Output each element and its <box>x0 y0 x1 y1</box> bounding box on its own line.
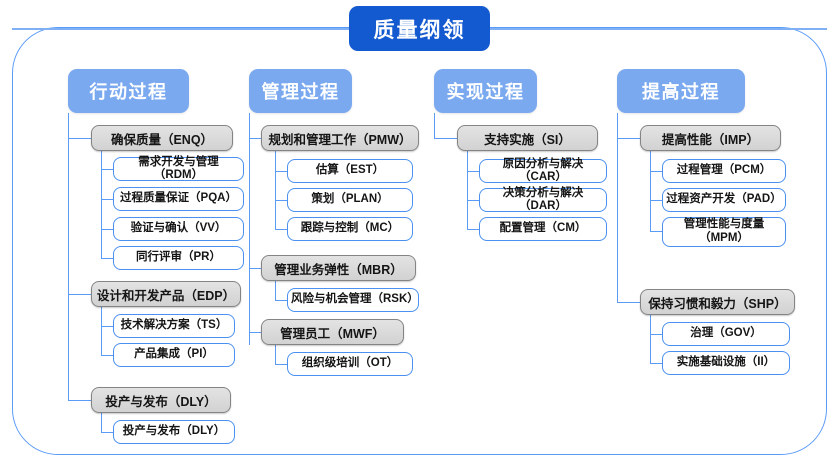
stub-impl-g1 <box>434 138 458 140</box>
trunk-action <box>68 113 70 401</box>
group-box-pmw[interactable]: 规划和管理工作（PMW） <box>261 125 419 151</box>
column-header-improvement[interactable]: 提高过程 <box>617 69 745 113</box>
stub-pmw-c1 <box>275 171 288 173</box>
branch-pmw <box>275 151 277 229</box>
trunk-improvement <box>617 113 619 303</box>
stub-imp-c1 <box>650 171 663 173</box>
stub-impr-g1 <box>617 138 641 140</box>
stub-mgmt-g2 <box>249 268 262 270</box>
group-box-si[interactable]: 支持实施（SI） <box>457 125 598 151</box>
leaf-box-cm[interactable]: 配置管理（CM） <box>479 217 607 241</box>
stub-dly-c1 <box>101 432 114 434</box>
leaf-box-dar[interactable]: 决策分析与解决（DAR） <box>479 187 607 212</box>
stub-edp-c2 <box>101 355 114 357</box>
column-header-action[interactable]: 行动过程 <box>68 69 189 113</box>
root-rail-right <box>489 28 827 30</box>
stub-mgmt-g3 <box>249 332 262 334</box>
leaf-box-rsk[interactable]: 风险与机会管理（RSK） <box>287 288 419 312</box>
leaf-box-dly-child[interactable]: 投产与发布（DLY） <box>113 420 235 444</box>
leaf-box-pcm[interactable]: 过程管理（PCM） <box>662 159 786 183</box>
branch-enq <box>101 151 103 258</box>
leaf-box-ii[interactable]: 实施基础设施（II） <box>662 351 790 375</box>
stub-action-g2 <box>68 294 92 296</box>
leaf-box-pi[interactable]: 产品集成（PI） <box>113 343 235 367</box>
trunk-implementation <box>434 113 436 139</box>
stub-action-g3 <box>68 400 92 402</box>
column-header-implementation[interactable]: 实现过程 <box>434 69 537 113</box>
trunk-management <box>249 113 251 345</box>
branch-edp <box>101 307 103 356</box>
leaf-box-pad[interactable]: 过程资产开发（PAD） <box>662 188 786 212</box>
branch-dly <box>101 413 103 433</box>
stub-imp-c2 <box>650 200 663 202</box>
branch-shp <box>650 315 652 364</box>
leaf-box-gov[interactable]: 治理（GOV） <box>662 322 790 346</box>
leaf-box-vv[interactable]: 验证与确认（VV） <box>113 217 244 241</box>
leaf-box-ts[interactable]: 技术解决方案（TS） <box>113 314 235 338</box>
leaf-box-mpm[interactable]: 管理性能与度量 （MPM） <box>662 217 786 247</box>
group-box-imp[interactable]: 提高性能（IMP） <box>640 125 781 151</box>
leaf-box-mc[interactable]: 跟踪与控制（MC） <box>287 217 413 241</box>
branch-imp <box>650 151 652 232</box>
stub-mbr-c1 <box>275 300 288 302</box>
stub-enq-c4 <box>101 258 114 260</box>
stub-pmw-c3 <box>275 229 288 231</box>
branch-mbr <box>275 281 277 301</box>
group-box-mbr[interactable]: 管理业务弹性（MBR） <box>261 255 416 281</box>
leaf-box-pqa[interactable]: 过程质量保证（PQA） <box>113 187 244 211</box>
group-box-edp[interactable]: 设计和开发产品（EDP） <box>91 281 241 307</box>
stub-mwf-c1 <box>275 364 288 366</box>
leaf-box-car[interactable]: 原因分析与解决（CAR） <box>479 158 607 183</box>
leaf-box-est[interactable]: 估算（EST） <box>287 159 413 183</box>
stub-si-c2 <box>467 200 480 202</box>
root-rail-left <box>12 28 350 30</box>
branch-mwf <box>275 345 277 365</box>
root-title: 质量纲领 <box>349 6 490 51</box>
stub-si-c3 <box>467 229 480 231</box>
stub-shp-c1 <box>650 334 663 336</box>
group-box-enq[interactable]: 确保质量（ENQ） <box>91 125 233 151</box>
stub-mgmt-g1 <box>249 138 262 140</box>
stub-enq-c1 <box>101 169 114 171</box>
stub-enq-c3 <box>101 229 114 231</box>
leaf-box-ot[interactable]: 组织级培训（OT） <box>287 352 413 376</box>
stub-impr-g2 <box>617 302 641 304</box>
stub-enq-c2 <box>101 199 114 201</box>
stub-edp-c1 <box>101 326 114 328</box>
group-box-dly[interactable]: 投产与发布（DLY） <box>91 387 231 413</box>
branch-si <box>467 151 469 229</box>
group-box-shp[interactable]: 保持习惯和毅力（SHP） <box>640 289 795 315</box>
leaf-box-rdm[interactable]: 需求开发与管理（RDM） <box>113 156 244 181</box>
stub-action-g1 <box>68 138 92 140</box>
stub-pmw-c2 <box>275 200 288 202</box>
stub-shp-c2 <box>650 363 663 365</box>
stub-si-c1 <box>467 171 480 173</box>
column-header-management[interactable]: 管理过程 <box>249 69 352 113</box>
stub-imp-c3 <box>650 231 663 233</box>
leaf-box-plan[interactable]: 策划（PLAN） <box>287 188 413 212</box>
group-box-mwf[interactable]: 管理员工（MWF） <box>261 319 404 345</box>
leaf-box-pr[interactable]: 同行评审（PR） <box>113 246 244 270</box>
